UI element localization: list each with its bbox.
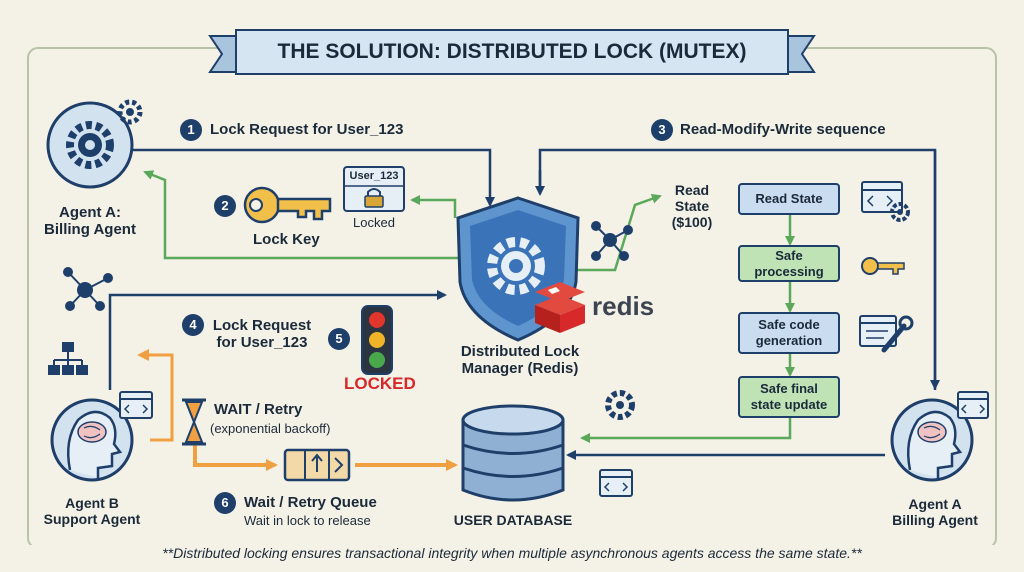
arrow-lock-granted: [143, 170, 460, 260]
code-window-icon: [859, 315, 897, 347]
step-3-label: Read-Modify-Write sequence: [680, 121, 886, 138]
arrow-to-queue: [193, 445, 278, 471]
arrow-write-db: [580, 418, 792, 443]
gear-icon: [117, 99, 143, 125]
wait-sub: (exponential backoff): [210, 421, 331, 436]
code-window-icon: [957, 391, 989, 419]
arrow-lock-request-a: [130, 148, 495, 207]
step-6-sub: Wait in lock to release: [244, 513, 371, 528]
step-6-badge: 6: [214, 492, 236, 514]
code-window-icon: [861, 181, 903, 213]
step-1-badge: 1: [180, 119, 202, 141]
database-icon: [461, 404, 565, 502]
hourglass-icon: [182, 398, 206, 446]
seq-read-state: Read State: [738, 183, 840, 215]
step-1-label: Lock Request for User_123: [210, 121, 404, 138]
redis-icon: [535, 282, 585, 333]
arrow-lock-request-b: [108, 290, 447, 390]
footer-note: **Distributed locking ensures transactio…: [28, 545, 996, 562]
agent-a-right-label: Agent A Billing Agent: [892, 496, 978, 529]
queue-icon: [283, 448, 351, 482]
step-4-badge: 4: [182, 314, 204, 336]
code-window-icon: [599, 469, 633, 497]
gear-icon: [890, 202, 910, 222]
step-3-badge: 3: [651, 119, 673, 141]
title-ribbon: [208, 29, 816, 75]
agent-b-icon: [50, 398, 134, 482]
read-state-label: Read State ($100): [671, 182, 713, 231]
diagram-title: THE SOLUTION: DISTRIBUTED LOCK (MUTEX): [277, 40, 747, 63]
wait-title: WAIT / Retry: [214, 401, 303, 418]
network-icon: [63, 267, 113, 311]
traffic-light-icon: [361, 305, 393, 375]
database-label: USER DATABASE: [453, 512, 573, 528]
padlock-icon: [364, 188, 384, 208]
locked-label: LOCKED: [344, 374, 416, 393]
code-window-icon: [119, 391, 153, 419]
manager-label: Distributed Lock Manager (Redis): [460, 343, 580, 378]
key-icon: [243, 186, 332, 224]
seq-safe-code-generation: Safe code generation: [738, 312, 840, 354]
step-4-label: Lock Request for User_123: [212, 317, 312, 352]
arrow-retry-loop: [137, 349, 174, 442]
network-icon: [591, 221, 633, 261]
hierarchy-icon: [48, 342, 88, 375]
gear-icon: [605, 390, 635, 420]
redis-brand: redis: [592, 291, 655, 321]
agent-a-left-icon: [46, 101, 134, 189]
seq-safe-processing: Safe processing: [738, 245, 840, 282]
step-6-label: Wait / Retry Queue: [244, 494, 377, 511]
step-5-badge: 5: [328, 328, 350, 350]
step-2-badge: 2: [214, 195, 236, 217]
lock-tag-user: User_123: [349, 170, 399, 182]
key-icon: [861, 257, 905, 275]
wrench-icon: [881, 315, 914, 353]
lock-tag-status: Locked: [353, 215, 395, 230]
agent-b-label: Agent B Support Agent: [43, 495, 141, 528]
arrow-to-lock-tag: [410, 195, 457, 218]
seq-safe-final-update: Safe final state update: [738, 376, 840, 418]
agent-a-left-label: Agent A: Billing Agent: [44, 204, 136, 239]
arrow-read-state: [575, 194, 662, 272]
agent-a-right-icon: [890, 398, 974, 482]
step-2-label: Lock Key: [253, 231, 320, 248]
